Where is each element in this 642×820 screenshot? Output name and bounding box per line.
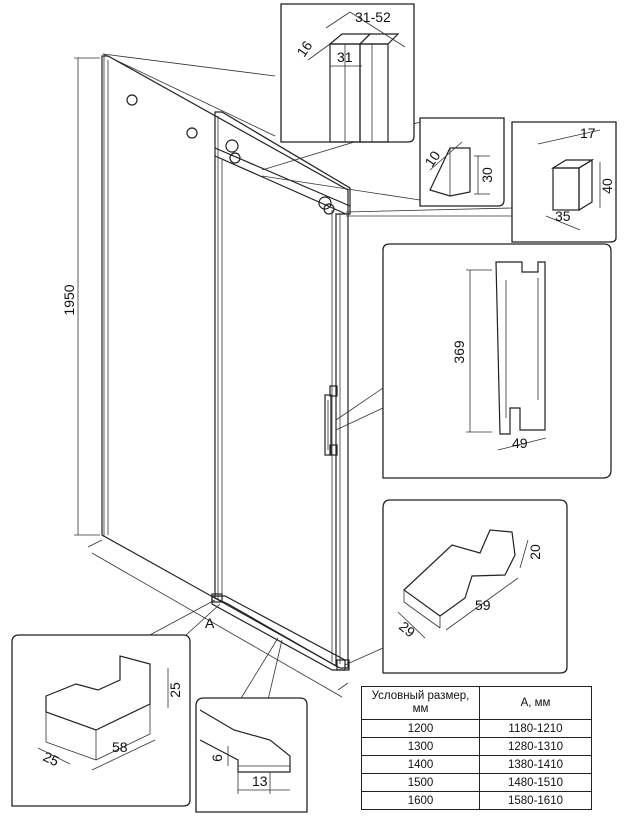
table-cell-nominal: 1200: [361, 719, 480, 738]
inset-frame: [382, 243, 612, 479]
handle-bar: [495, 261, 546, 435]
inset-frame: [419, 117, 505, 207]
size-table-header-nominal: Условный размер, мм: [361, 686, 480, 720]
inset-threshold: 6 13: [195, 697, 308, 813]
handle-length-label: 369: [451, 340, 467, 364]
inset-bottom-guide: 25 58 25: [11, 634, 191, 807]
bumper-block: [403, 529, 516, 617]
stop-width-label: 17: [580, 125, 596, 141]
inset-frame: [11, 634, 191, 807]
table-cell-a: 1180-1210: [479, 719, 592, 738]
profile-range-label: 31-52: [355, 9, 391, 25]
inset-handle: 369 49: [382, 243, 612, 479]
inset-frame: [382, 499, 568, 674]
roller: [229, 152, 241, 164]
sliding-glass-door: [214, 111, 351, 668]
profile-width-label: 31: [337, 49, 353, 65]
bottom-guide-block: [45, 655, 151, 731]
table-cell-nominal: 1500: [361, 773, 480, 792]
guide-height-label: 25: [167, 682, 183, 698]
inset-frame: [195, 697, 308, 813]
height-dimension: 1950: [61, 284, 77, 315]
inset-top-rail: 30 10: [419, 117, 505, 207]
inset-wall-profile: 31-52 31 16: [280, 3, 415, 143]
rail-height-label: 30: [479, 167, 495, 183]
inset-bumper: 20 59 29: [382, 499, 568, 674]
roller: [323, 203, 335, 215]
door-assembly: 1950 A: [61, 55, 351, 698]
threshold-profile: [199, 709, 291, 773]
size-table-header-a: А, мм: [479, 686, 592, 720]
mount-hole: [126, 94, 138, 106]
table-cell-a: 1280-1310: [479, 737, 592, 756]
roller: [318, 196, 332, 210]
table-cell-nominal: 1300: [361, 737, 480, 756]
table-cell-a: 1380-1410: [479, 755, 592, 774]
fixed-glass-panel: [101, 55, 349, 669]
bumper-height-label: 20: [527, 544, 543, 560]
bumper-length-label: 59: [475, 597, 491, 613]
inset-frame: [511, 121, 617, 243]
table-cell-nominal: 1600: [361, 791, 480, 810]
leader-lines: [102, 53, 513, 701]
width-dimension: A: [205, 615, 215, 631]
door-handle: [324, 385, 338, 456]
table-cell-a: 1580-1610: [479, 791, 592, 810]
threshold-height-label: 6: [209, 754, 225, 762]
handle-depth-label: 49: [512, 435, 528, 451]
guide-width-label: 25: [41, 748, 62, 769]
stop-height-label: 40: [599, 178, 615, 194]
guide-length-label: 58: [112, 739, 128, 755]
table-cell-a: 1480-1510: [479, 773, 592, 792]
roller: [225, 139, 239, 153]
wall-profile-inner: [359, 43, 389, 143]
stop-depth-label: 35: [555, 208, 571, 224]
inset-frame: [280, 3, 415, 143]
inset-end-stop: 17 40 35: [511, 121, 617, 243]
table-cell-nominal: 1400: [361, 755, 480, 774]
threshold-width-label: 13: [252, 773, 268, 789]
mount-hole: [186, 127, 198, 139]
